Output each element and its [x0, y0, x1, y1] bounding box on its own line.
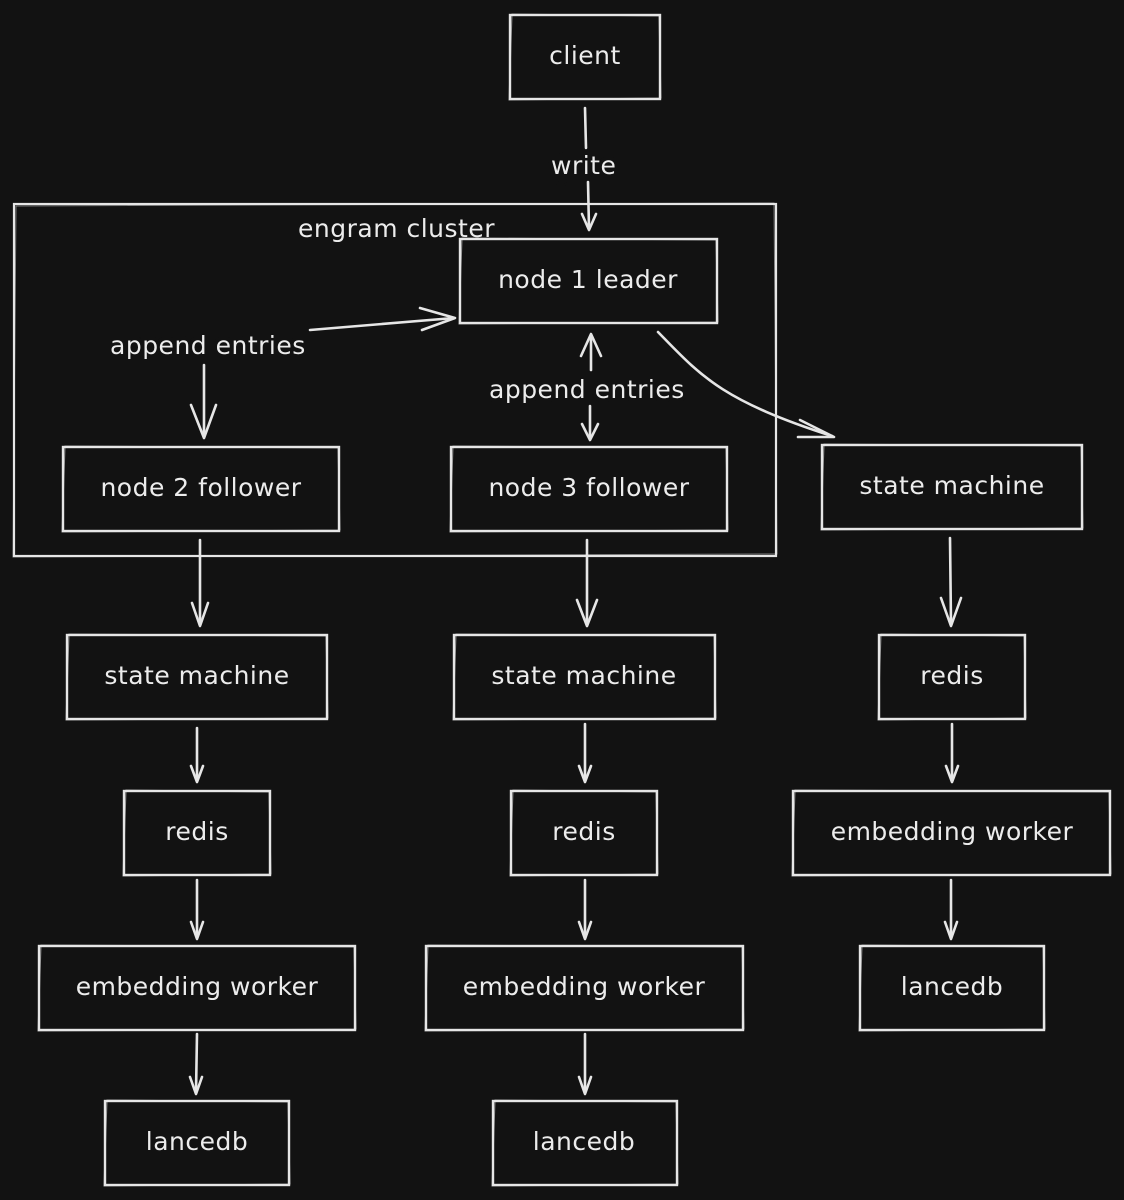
edge-label-write: write: [551, 151, 616, 180]
node-3-follower: node 3 follower: [449, 445, 729, 533]
edge-leader-statemachine: [656, 330, 836, 439]
edge-redisL-embed: [944, 722, 960, 784]
edge-label-append-entries-left: append entries: [110, 331, 306, 360]
svg-text:lancedb: lancedb: [533, 1127, 635, 1156]
svg-text:embedding worker: embedding worker: [831, 817, 1074, 846]
edge-redis3-embed: [577, 878, 593, 941]
svg-text:node 2 follower: node 2 follower: [100, 473, 301, 502]
edge-sm3-redis: [577, 722, 593, 784]
svg-text:client: client: [549, 41, 621, 70]
edge-smL-redis: [939, 536, 963, 628]
lancedb-node3: lancedb: [491, 1099, 679, 1187]
svg-text:state machine: state machine: [491, 661, 676, 690]
svg-text:lancedb: lancedb: [901, 972, 1003, 1001]
svg-text:state machine: state machine: [104, 661, 289, 690]
edge-leader-follower2: [189, 306, 457, 440]
svg-text:embedding worker: embedding worker: [76, 972, 319, 1001]
lancedb-node2: lancedb: [103, 1099, 291, 1187]
state-machine-node2: state machine: [65, 633, 329, 721]
embedding-worker-node2: embedding worker: [37, 944, 357, 1032]
edge-sm2-redis: [189, 726, 205, 784]
edge-client-leader: [580, 106, 598, 232]
node-1-leader: node 1 leader: [458, 237, 719, 325]
redis-node3: redis: [509, 789, 659, 877]
edge-embed3-lance: [577, 1032, 593, 1096]
lancedb-leader: lancedb: [858, 944, 1046, 1032]
svg-text:lancedb: lancedb: [146, 1127, 248, 1156]
embedding-worker-leader: embedding worker: [791, 789, 1112, 877]
node-client: client: [508, 13, 662, 101]
state-machine-leader: state machine: [820, 443, 1084, 531]
edge-embedL-lance: [943, 878, 959, 941]
edge-f3-sm: [575, 538, 599, 628]
edge-f2-sm: [190, 538, 210, 628]
svg-text:redis: redis: [552, 817, 615, 846]
svg-text:state machine: state machine: [859, 471, 1044, 500]
edge-embed2-lance: [188, 1032, 204, 1096]
svg-text:redis: redis: [165, 817, 228, 846]
state-machine-node3: state machine: [452, 633, 717, 721]
edge-redis2-embed: [189, 878, 205, 941]
svg-text:redis: redis: [920, 661, 983, 690]
node-2-follower: node 2 follower: [61, 445, 341, 533]
redis-node2: redis: [122, 789, 272, 877]
svg-text:node 1 leader: node 1 leader: [498, 265, 678, 294]
edge-label-append-entries-mid: append entries: [489, 375, 685, 404]
embedding-worker-node3: embedding worker: [424, 944, 745, 1032]
svg-text:node 3 follower: node 3 follower: [488, 473, 689, 502]
svg-text:embedding worker: embedding worker: [463, 972, 706, 1001]
edge-leader-follower3: [579, 332, 603, 442]
redis-leader: redis: [877, 633, 1027, 721]
